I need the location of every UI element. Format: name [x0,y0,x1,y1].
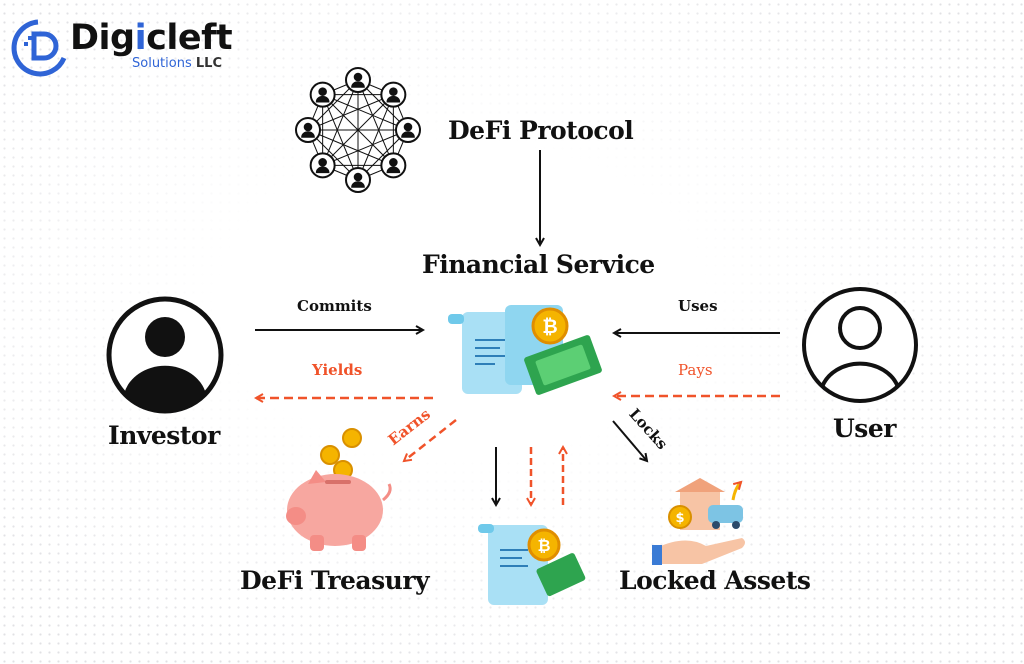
network-node-icon [345,167,371,193]
node-defi-protocol: DeFi Protocol [448,116,634,145]
investor-icon [106,296,224,414]
network-link [322,94,394,166]
node-user: User [833,414,896,443]
network-link [322,94,409,131]
logo-text-part2: cleft [146,18,233,58]
network-node-icon [380,152,407,179]
arrow-locks [612,420,647,461]
user-icon [802,287,918,403]
network-node-icon [380,81,407,108]
network-node-icon [345,67,371,93]
financial-service-icon: ₿ [448,305,602,395]
node-investor: Investor [108,421,220,450]
svg-text:$: $ [675,511,684,526]
node-defi-treasury: DeFi Treasury [240,566,430,595]
network-link [322,94,359,181]
arrow-earns [404,419,457,461]
edge-label-commits: Commits [297,297,372,315]
logo-text-i: i [134,18,147,58]
network-node-icon [395,117,421,143]
network-icon [295,67,421,193]
svg-text:₿: ₿ [537,536,550,555]
edge-label-yields: Yields [312,361,363,379]
edge-label-uses: Uses [678,297,718,315]
network-node-icon [295,117,321,143]
logo-icon [11,19,67,77]
locked-assets-icon: $ [652,478,745,565]
logo-sub-main: Solutions [132,56,192,71]
logo-text-part1: Dig [70,18,135,58]
bottom-docs-icon: ₿ [478,524,586,605]
logo-subtitle: Solutions LLC [132,56,222,71]
edge-label-pays: Pays [678,361,713,379]
svg-text:₿: ₿ [542,316,557,338]
network-node-icon [309,152,336,179]
node-locked-assets: Locked Assets [619,566,811,595]
piggy-bank-icon [286,428,392,551]
logo-text: Digicleft [70,18,233,58]
node-financial-service: Financial Service [422,250,655,279]
network-node-icon [309,81,336,108]
logo-sub-suffix: LLC [195,56,222,71]
